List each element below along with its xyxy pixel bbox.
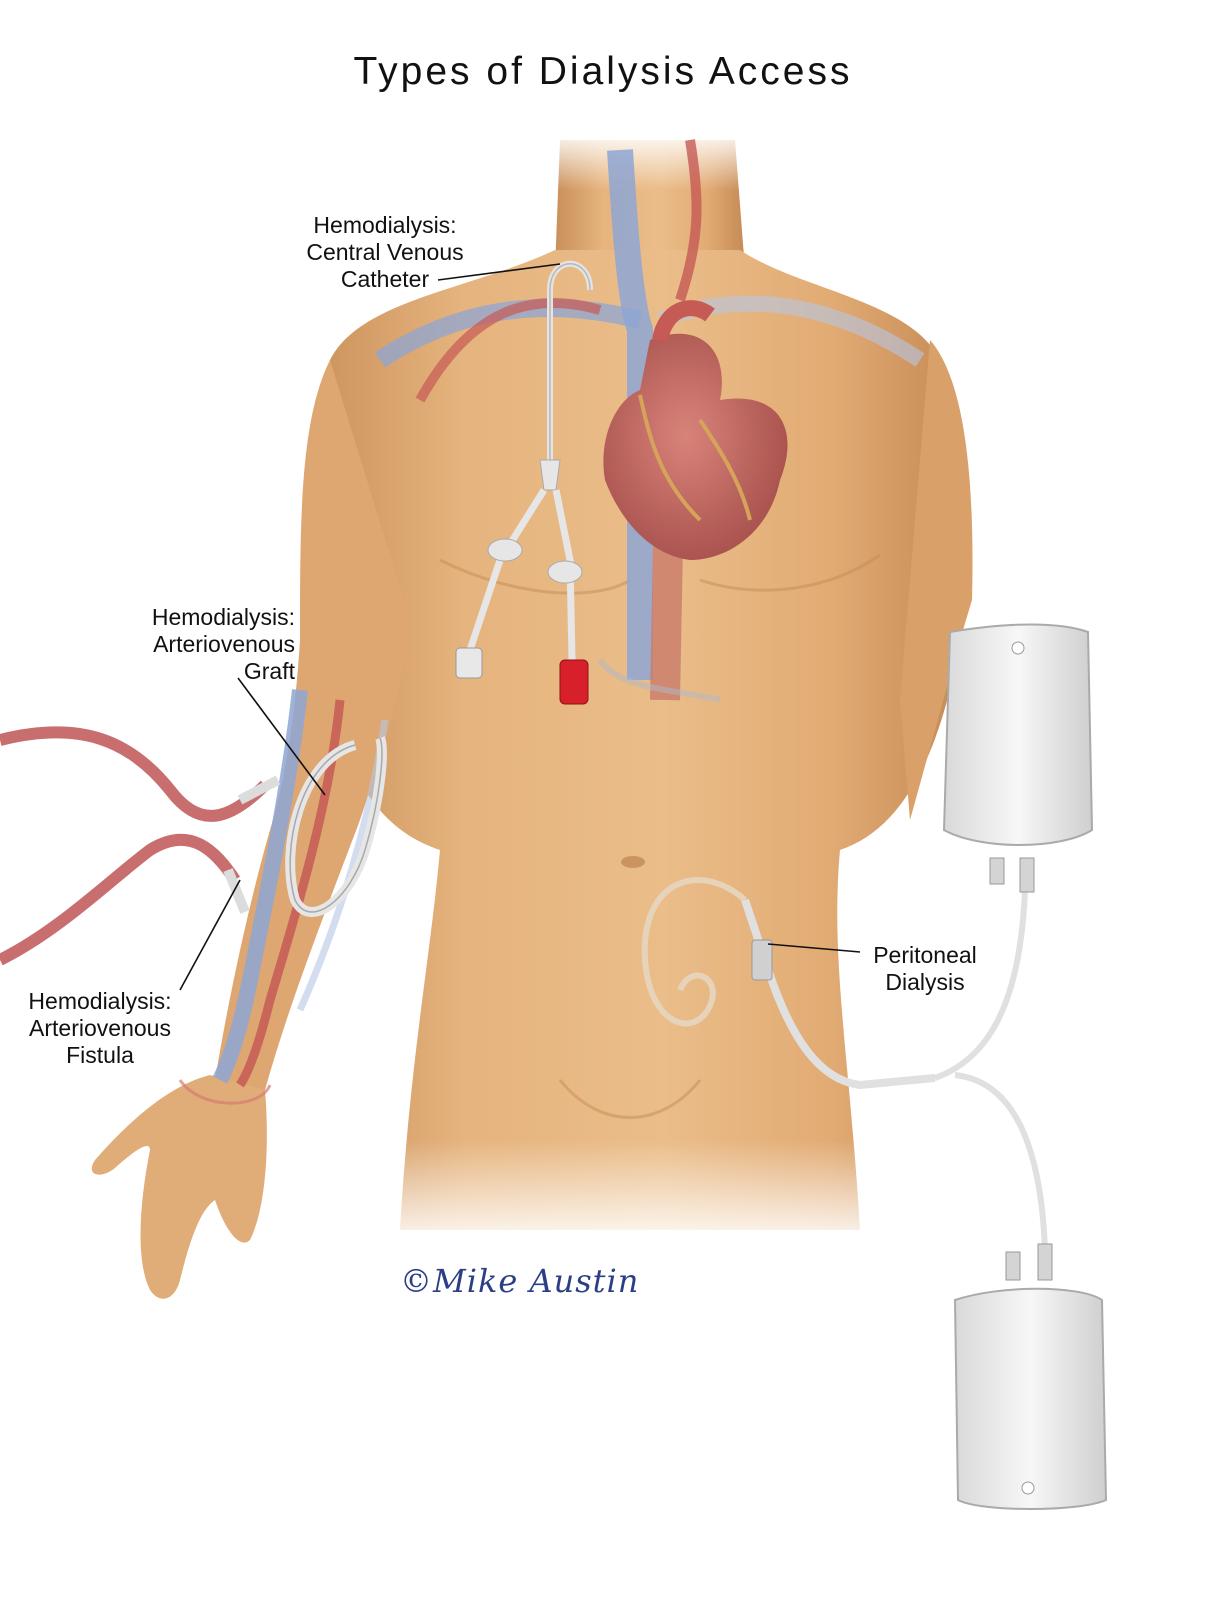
peritoneal-dialysis-system — [641, 623, 1108, 1510]
dialysate-bag-bottom — [953, 1287, 1108, 1510]
red-cap — [559, 659, 589, 705]
clamp-left — [487, 538, 523, 562]
heart — [603, 300, 788, 560]
hemodialysis-lines — [0, 726, 281, 966]
arm-vessels — [212, 689, 389, 1088]
torso — [300, 130, 973, 1250]
central-venous-catheter — [455, 260, 593, 705]
label-arteriovenous-graft: Hemodialysis: Arteriovenous Graft — [151, 604, 295, 684]
dialysate-bag-top — [942, 623, 1094, 846]
white-cap — [455, 647, 483, 679]
label-arteriovenous-fistula: Hemodialysis: Arteriovenous Fistula — [28, 988, 172, 1068]
leader-lines — [179, 263, 861, 991]
clamp-right — [547, 560, 583, 584]
label-central-venous-catheter: Hemodialysis: Central Venous Catheter — [306, 212, 464, 292]
page-title: Types of Dialysis Access — [353, 50, 853, 93]
label-peritoneal-dialysis: Peritoneal Dialysis — [873, 942, 977, 995]
artist-signature: ©Mike Austin — [400, 1262, 640, 1300]
